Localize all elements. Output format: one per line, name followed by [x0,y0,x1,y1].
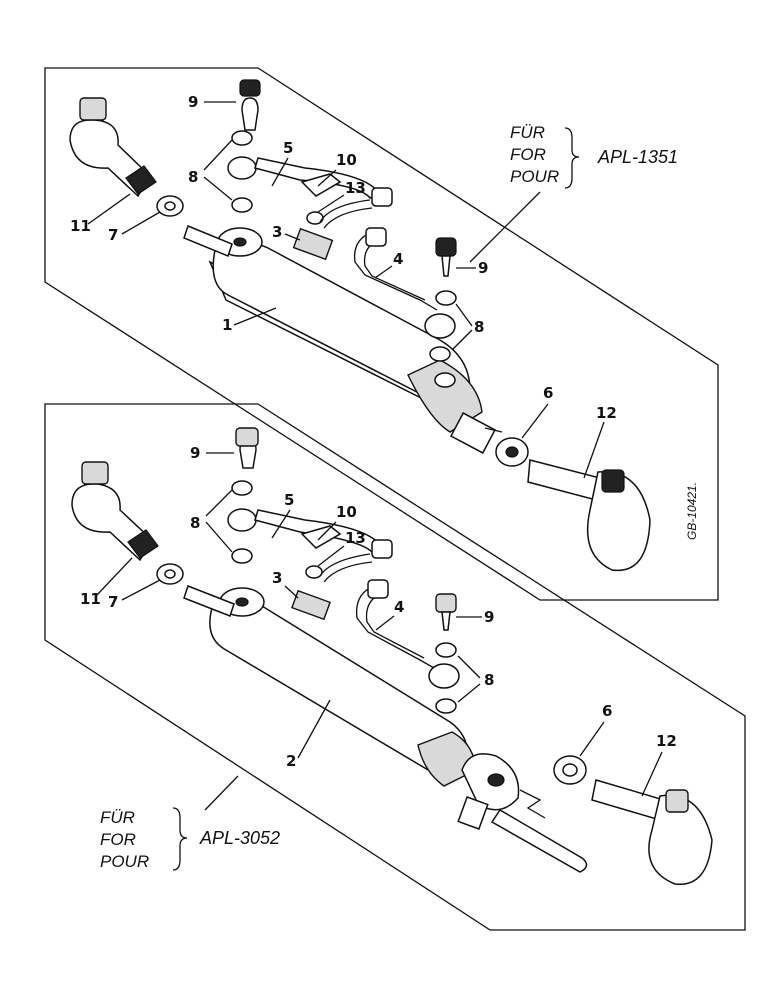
cylinder-body-top [208,227,497,454]
label-7: 7 [108,593,118,611]
label-6: 6 [543,384,553,402]
note-fur: FÜR [100,808,135,827]
note-leader-bottom [204,775,239,811]
label-13: 13 [345,179,366,197]
top-assembly-frame [44,67,719,601]
banjo-fitting-right-bottom [428,593,460,714]
label-3: 3 [272,569,282,587]
note-pour: POUR [100,852,149,871]
tube-4-top [319,187,438,311]
label-4: 4 [393,250,403,268]
label-3: 3 [272,223,282,241]
break-line-icon [519,789,546,819]
note-for: FOR [510,145,546,164]
stud-left-top [183,225,233,257]
label-6: 6 [602,702,612,720]
label-5: 5 [284,491,294,509]
label-9: 9 [188,93,198,111]
labels-top: 9 8 5 10 13 3 4 9 8 7 11 1 6 12 [70,93,617,479]
banjo-fitting-right-top [424,237,457,362]
banjo-fitting-left-top [227,79,382,261]
label-8: 8 [188,168,198,186]
nut-7-top [156,195,184,217]
nut-7-bottom [156,563,184,585]
stud-left-bottom [183,585,235,617]
brace-icon [172,807,188,871]
axis-line-top [484,427,503,433]
label-12: 12 [596,404,617,422]
label-8: 8 [190,514,200,532]
tie-rod-end-right-top [495,437,651,572]
note-for: FOR [100,830,136,849]
label-8: 8 [474,318,484,336]
label-5: 5 [283,139,293,157]
label-1: 1 [222,316,232,334]
label-8: 8 [484,671,494,689]
cylinder-body-bottom [209,587,588,873]
note-leader-top [469,191,541,263]
label-2: 2 [286,752,296,770]
label-11: 11 [80,590,101,608]
note-fur: FÜR [510,123,545,142]
bottom-applicability-note: FÜR FOR POUR APL-3052 [100,775,280,871]
brace-icon [564,127,580,189]
model-code-top: APL-1351 [597,147,678,167]
reference-number: GB-10421. [685,482,699,540]
label-13: 13 [345,529,366,547]
note-pour: POUR [510,167,559,186]
bottom-assembly-frame [44,403,746,931]
top-applicability-note: FÜR FOR POUR APL-1351 [469,123,678,263]
label-10: 10 [336,503,357,521]
label-9: 9 [478,259,488,277]
tie-rod-end-left-bottom [71,461,159,562]
label-9: 9 [190,444,200,462]
tie-rod-end-right-bottom [553,755,713,885]
tube-4-bottom [319,539,435,669]
labels-bottom: 9 8 5 10 13 3 4 9 8 7 11 2 6 12 [80,444,677,797]
label-4: 4 [394,598,404,616]
label-10: 10 [336,151,357,169]
model-code-bottom: APL-3052 [199,828,280,848]
label-9: 9 [484,608,494,626]
label-11: 11 [70,217,91,235]
tie-rod-end-left-top [69,97,157,198]
label-7: 7 [108,226,118,244]
label-12: 12 [656,732,677,750]
